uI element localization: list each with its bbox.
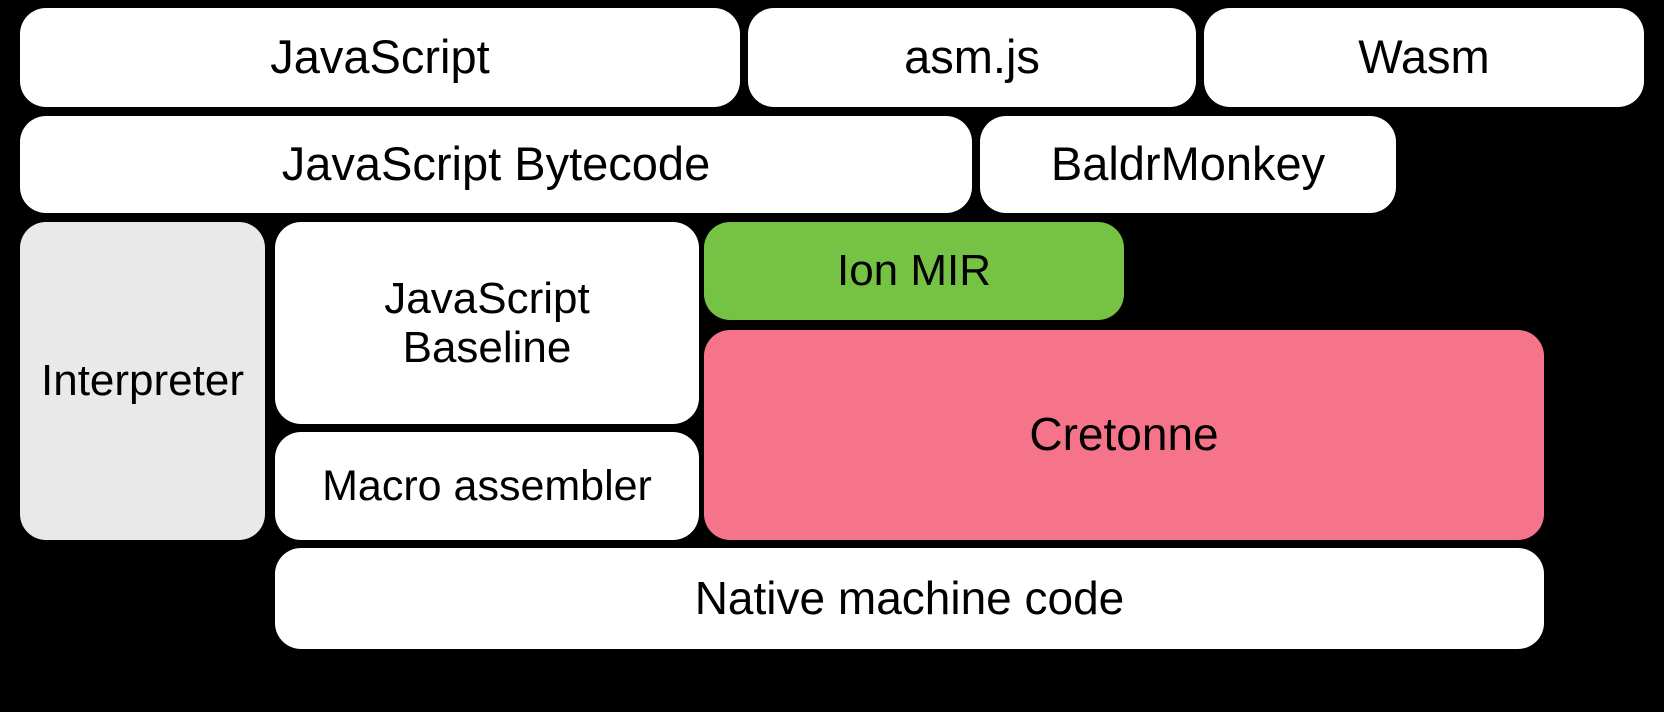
- box-baldrmonkey: BaldrMonkey: [980, 116, 1396, 213]
- box-javascript-bytecode: JavaScript Bytecode: [20, 116, 972, 213]
- box-wasm: Wasm: [1204, 8, 1644, 107]
- box-interpreter: Interpreter: [20, 222, 265, 540]
- box-javascript-baseline: JavaScript Baseline: [275, 222, 699, 424]
- box-ion-mir: Ion MIR: [704, 222, 1124, 320]
- box-macro-assembler: Macro assembler: [275, 432, 699, 540]
- box-cretonne: Cretonne: [704, 330, 1544, 540]
- box-native-machine-code: Native machine code: [275, 548, 1544, 649]
- box-javascript: JavaScript: [20, 8, 740, 107]
- box-asmjs: asm.js: [748, 8, 1196, 107]
